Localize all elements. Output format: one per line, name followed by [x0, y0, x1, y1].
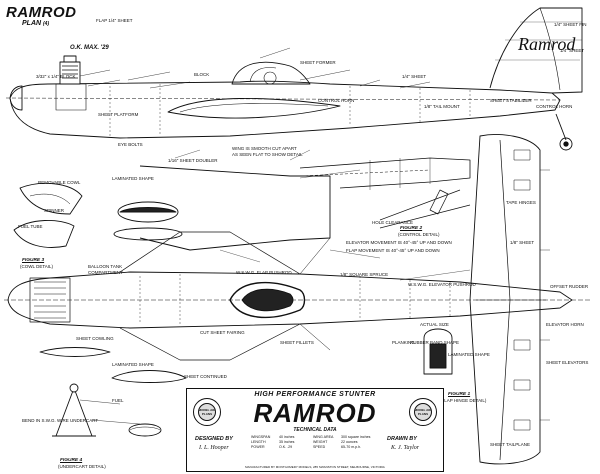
label: 1/8" SQUARE SPRUCE — [340, 272, 389, 277]
label: TAPE HINGES — [506, 200, 536, 205]
label: OFFSET RUDDER — [550, 284, 589, 289]
label: REMOVABLE COWL — [38, 180, 81, 185]
label: BLOCK — [194, 72, 210, 77]
undercart-wheel — [128, 423, 162, 437]
cowl-detail — [19, 182, 83, 215]
designer-signature: I. L. Hooper — [199, 445, 229, 451]
spec-row: POWER O.K. .29 SPEED 65-70 m.p.h. — [251, 445, 362, 449]
label: FUEL — [112, 398, 124, 403]
label: LAMINATED SHAPE — [448, 352, 490, 357]
figure-3-sub: (COWL DETAIL) — [20, 264, 54, 269]
label: CUT SHEET FAIRING — [200, 330, 245, 335]
plan-title: RAMROD — [6, 4, 77, 21]
title-block: HIGH PERFORMANCE STUNTER RAMROD MODEL AI… — [186, 388, 444, 472]
label: WING IS SMOOTH CUT APART — [232, 146, 297, 151]
fin — [489, 7, 583, 94]
label: W.S.W.G. ELEVATOR PUSHROD — [408, 282, 476, 287]
label: COMPARTMENT — [88, 270, 123, 275]
figure-2-sub: (CONTROL DETAIL) — [398, 232, 440, 237]
plan-canopy — [229, 281, 306, 319]
wing-plan — [139, 165, 331, 251]
label: CONTROL HORN — [536, 104, 573, 109]
cross-section — [111, 370, 187, 383]
label: SHEET ELEVATORS — [546, 360, 589, 365]
label: BALLOON TANK — [88, 264, 123, 269]
label: SHEET COWLING — [76, 336, 114, 341]
label: SHEET CONTINUED — [184, 374, 227, 379]
tailplane — [469, 134, 541, 465]
figure-2-label: FIGURE 2 — [400, 226, 423, 231]
label: ACTUAL SIZE — [420, 322, 449, 327]
technical-data-heading: TECHNICAL DATA — [293, 427, 337, 433]
badge-emblem-icon — [198, 403, 216, 421]
label: SHEET FORMER — [300, 60, 336, 65]
label: FUEL TUBE — [18, 224, 43, 229]
label: FLAP 1/4" SHEET — [96, 18, 133, 23]
label: PLANKING — [392, 340, 415, 345]
title-block-tagline: HIGH PERFORMANCE STUNTER — [254, 391, 376, 398]
label: SPINNER — [44, 208, 65, 213]
side-fuselage-outline — [9, 80, 561, 139]
label: 1/4" SHEET FIN — [554, 22, 587, 27]
figure-4-sub: (UNDERCART DETAIL) — [58, 464, 106, 469]
label: FLAP MOVEMENT IS 40°-45° UP AND DOWN — [346, 248, 440, 253]
label: ELEVATOR HORN — [546, 322, 584, 327]
side-wing-section — [167, 98, 341, 119]
spec-row: WINGSPAN 40 inches WING AREA 300 square … — [251, 435, 371, 439]
label: BEND IN S.W.G. WIRE UNDERCART — [22, 418, 99, 423]
label: 1/8" TAIL MOUNT — [424, 104, 460, 109]
label: LAMINATED SHAPE — [112, 362, 154, 367]
label: W.S.W.G. FLAP PUSHROD — [236, 270, 292, 275]
specs-table: WINGSPAN 40 inches WING AREA 300 square … — [251, 435, 381, 450]
engine — [59, 61, 81, 85]
figure-1-sub: (FLAP HINGE DETAIL) — [440, 398, 487, 403]
horn-actual-size — [423, 328, 453, 375]
label: 1/4" SHEET — [402, 74, 427, 79]
wheel-side — [117, 201, 179, 223]
title-block-footer: MANUFACTURED BY MONTGOMERY MODELS, 285 S… — [245, 465, 385, 469]
fin-logo: Ramrod — [518, 34, 576, 54]
badge-emblem-icon — [414, 403, 432, 421]
label: CONTROL HORN — [318, 98, 355, 103]
control-detail — [379, 189, 471, 229]
engine-label: O.K. MAX. '29 — [70, 45, 109, 51]
plan-subtitle: PLAN (4) — [22, 20, 50, 27]
designed-by-label: DESIGNED BY — [195, 436, 233, 442]
side-canopy — [231, 61, 311, 85]
label: 1/8" SHEET — [510, 240, 535, 245]
label: 1/16" SHEET DOUBLER — [168, 158, 218, 163]
figure-1-label: FIGURE 1 — [448, 392, 471, 397]
label: SHEET PLATFORM — [98, 112, 139, 117]
figure-4-label: FIGURE 4 — [60, 458, 83, 463]
maker-badge-right: MODEL AIR PLANS — [409, 398, 437, 426]
label: ELEVATOR MOVEMENT IS 40°-45° UP AND DOWN — [346, 240, 452, 245]
label: SHEET TAILPLANE — [490, 442, 531, 447]
label: EYE BOLTS — [118, 142, 143, 147]
label: 1/4" SHEET — [560, 48, 585, 53]
badge-text: MODEL AIR PLANS — [198, 408, 216, 416]
badge-text: MODEL AIR PLANS — [414, 408, 432, 416]
label: LAMINATED SHAPE — [112, 176, 154, 181]
drawn-by-label: DRAWN BY — [387, 436, 417, 442]
label: SHEET STABILIZER — [490, 98, 532, 103]
spec-row: LENGTH 35 inches WEIGHT 22 ounces — [251, 440, 358, 444]
drawer-signature: K. J. Taylor — [391, 445, 420, 451]
undercart-detail — [52, 387, 96, 437]
title-block-name: RAMROD — [253, 398, 377, 428]
label: SHEET FILLETS — [280, 340, 314, 345]
label: 3/32" x 1/4" BLOCK — [36, 74, 76, 79]
label: AS SEEN FLAT TO SHOW DETAIL — [232, 152, 303, 157]
figure-3-label: FIGURE 3 — [22, 258, 45, 263]
label: HOLE CLEARANCE — [372, 220, 414, 225]
maker-badge-left: MODEL AIR PLANS — [193, 398, 221, 426]
label: RUBBER BAND SHAPE — [410, 340, 460, 345]
